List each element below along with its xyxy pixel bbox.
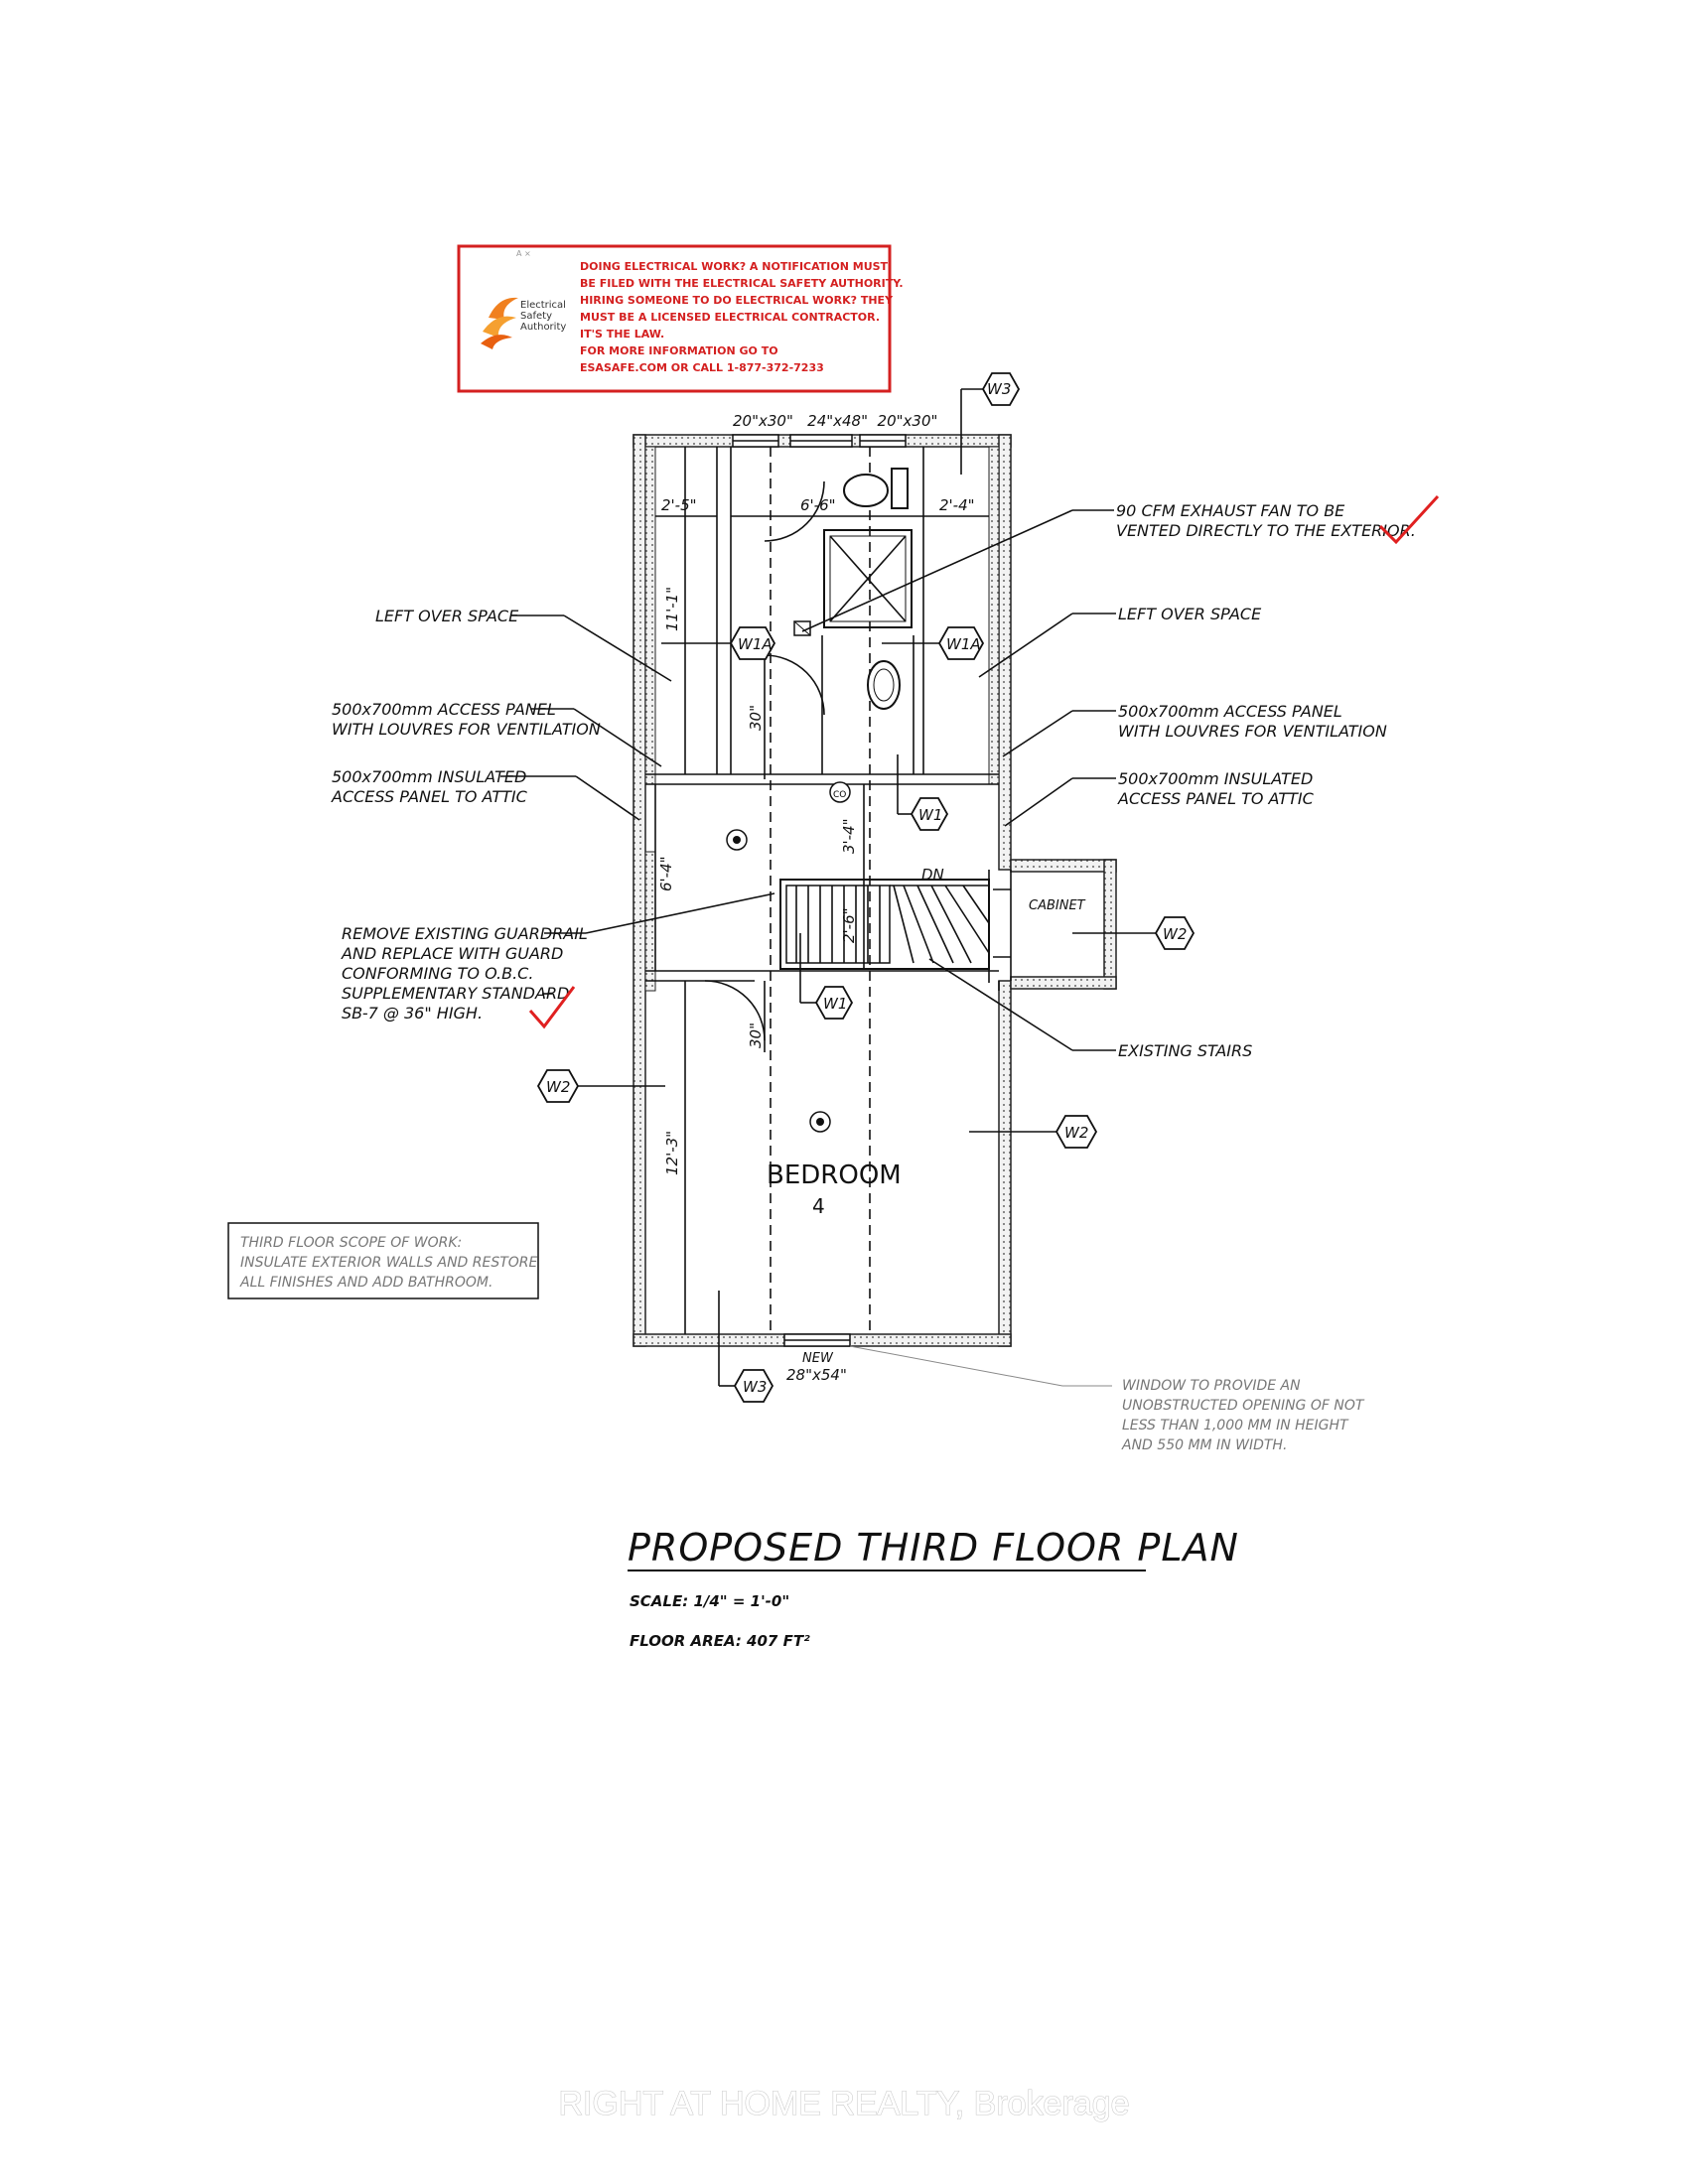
note-insulated-left-1: 500x700mm INSULATED (332, 767, 526, 786)
svg-text:W1A: W1A (738, 635, 773, 653)
note-left-over-space-right: LEFT OVER SPACE (1118, 605, 1262, 623)
left-leaders (500, 614, 775, 934)
svg-text:W2: W2 (1064, 1124, 1088, 1142)
tag-w1a-right: W1A (882, 626, 985, 660)
dim-12-3: 12'-3" (663, 1131, 681, 1175)
sink-icon (867, 660, 901, 710)
tag-w3-top: W3 (960, 372, 1021, 475)
interior-lines (645, 447, 1012, 1334)
dim-30-b: 30" (747, 1023, 765, 1048)
tag-w2-right: W2 (969, 1115, 1098, 1149)
note-access-panel-left-1: 500x700mm ACCESS PANEL (332, 700, 556, 719)
stairs-dn-label: DN (921, 866, 944, 884)
scope-of-work-box: THIRD FLOOR SCOPE OF WORK: INSULATE EXTE… (227, 1222, 539, 1299)
note-access-panel-right-1: 500x700mm ACCESS PANEL (1118, 702, 1342, 721)
tag-w1a-left: W1A (661, 626, 776, 660)
note-exhaust-fan-2: VENTED DIRECTLY TO THE EXTERIOR. (1116, 521, 1416, 540)
plan-floor-area: FLOOR AREA: 407 FT² (630, 1632, 810, 1650)
dim-30-a: 30" (747, 705, 765, 731)
esa-line-4: MUST BE A LICENSED ELECTRICAL CONTRACTOR… (580, 311, 880, 324)
esa-logo-text-2: Safety (520, 311, 552, 322)
note-guardrail-1: REMOVE EXISTING GUARDRAIL (342, 924, 588, 943)
window-note-1: WINDOW TO PROVIDE AN (1122, 1378, 1301, 1394)
svg-text:W1A: W1A (946, 635, 981, 653)
bottom-window (783, 1333, 851, 1347)
smoke-detector-icon (726, 829, 748, 851)
esa-logo-text-1: Electrical (520, 300, 566, 311)
check-icon-guardrail (528, 986, 576, 1029)
window-note-3: LESS THAN 1,000 MM IN HEIGHT (1122, 1418, 1349, 1433)
dim-6-6: 6'-6" (800, 496, 836, 514)
scope-line-1: THIRD FLOOR SCOPE OF WORK: (240, 1235, 462, 1251)
note-insulated-right-1: 500x700mm INSULATED (1118, 769, 1313, 788)
tag-w2-cabinet: W2 (1072, 916, 1196, 950)
esa-notice: A × Electrical Safety Authority DOING EL… (457, 244, 904, 393)
exhaust-fan-icon (793, 620, 811, 636)
new-window-label: NEW (802, 1351, 834, 1366)
note-left-over-space-left: LEFT OVER SPACE (375, 607, 519, 625)
esa-line-1: DOING ELECTRICAL WORK? A NOTIFICATION MU… (580, 260, 889, 273)
stairs (779, 870, 990, 983)
tag-w2-left: W2 (536, 1069, 665, 1103)
svg-text:CO: CO (833, 790, 846, 800)
note-guardrail-4: SUPPLEMENTARY STANDARD (342, 984, 569, 1003)
scope-line-3: ALL FINISHES AND ADD BATHROOM. (239, 1275, 492, 1291)
right-leaders (801, 509, 1116, 1051)
watermark: RIGHT AT HOME REALTY, Brokerage (558, 2085, 1129, 2122)
dim-11-1: 11'-1" (663, 587, 681, 631)
check-icon-exhaust (1378, 494, 1440, 545)
svg-text:A ×: A × (516, 249, 531, 258)
plan-scale: SCALE: 1/4" = 1'-0" (630, 1592, 789, 1610)
bedroom-label: BEDROOM (767, 1160, 902, 1190)
plan-title: PROPOSED THIRD FLOOR PLAN (628, 1526, 1239, 1570)
esa-line-2: BE FILED WITH THE ELECTRICAL SAFETY AUTH… (580, 277, 904, 290)
dim-2-5: 2'-5" (661, 496, 697, 514)
esa-line-6: FOR MORE INFORMATION GO TO (580, 344, 778, 357)
note-insulated-left-2: ACCESS PANEL TO ATTIC (331, 787, 528, 806)
toilet-icon (843, 468, 909, 509)
note-exhaust-fan-1: 90 CFM EXHAUST FAN TO BE (1116, 501, 1345, 520)
note-access-panel-right-2: WITH LOUVRES FOR VENTILATION (1118, 722, 1387, 741)
shower (823, 529, 913, 628)
svg-text:W2: W2 (546, 1078, 570, 1096)
note-insulated-right-2: ACCESS PANEL TO ATTIC (1117, 789, 1315, 808)
svg-text:W1: W1 (918, 806, 942, 824)
window-sizes-top: 20"x30" 24"x48" 20"x30" (733, 412, 937, 430)
dim-2-6: 2'-6" (840, 907, 858, 943)
note-guardrail-2: AND REPLACE WITH GUARD (341, 944, 563, 963)
note-access-panel-left-2: WITH LOUVRES FOR VENTILATION (332, 720, 601, 739)
smoke-detector-icon-bedroom (809, 1111, 831, 1133)
window-note-2: UNOBSTRUCTED OPENING OF NOT (1122, 1398, 1365, 1414)
esa-logo-text-3: Authority (520, 322, 566, 333)
top-windows (732, 434, 907, 448)
window-note-4: AND 550 MM IN WIDTH. (1121, 1437, 1287, 1453)
esa-flame-icon (481, 297, 518, 349)
svg-text:W1: W1 (823, 995, 847, 1013)
svg-text:W2: W2 (1163, 925, 1187, 943)
svg-text:W3: W3 (743, 1378, 767, 1396)
svg-text:W3: W3 (987, 380, 1011, 398)
tag-w1-b: W1 (799, 933, 854, 1020)
note-guardrail-5: SB-7 @ 36" HIGH. (342, 1004, 483, 1023)
cabinet-label: CABINET (1029, 898, 1086, 913)
esa-line-7: ESASAFE.COM OR CALL 1-877-372-7233 (580, 361, 824, 374)
bedroom-number: 4 (812, 1194, 825, 1218)
scope-line-2: INSULATE EXTERIOR WALLS AND RESTORE (240, 1255, 538, 1271)
dimension-lines (654, 447, 989, 1334)
esa-line-3: HIRING SOMEONE TO DO ELECTRICAL WORK? TH… (580, 294, 894, 307)
esa-line-5: IT'S THE LAW. (580, 328, 664, 341)
dim-3-4: 3'-4" (840, 818, 858, 854)
dim-6-4: 6'-4" (657, 856, 675, 891)
co-detector-icon: CO (829, 781, 851, 803)
note-guardrail-3: CONFORMING TO O.B.C. (342, 964, 533, 983)
new-window-size: 28"x54" (786, 1366, 847, 1384)
tag-w3-bottom: W3 (718, 1291, 774, 1403)
tag-w1-a: W1 (897, 754, 949, 831)
dim-2-4: 2'-4" (939, 496, 975, 514)
exterior-walls (633, 434, 1117, 1347)
note-existing-stairs: EXISTING STAIRS (1118, 1041, 1252, 1060)
